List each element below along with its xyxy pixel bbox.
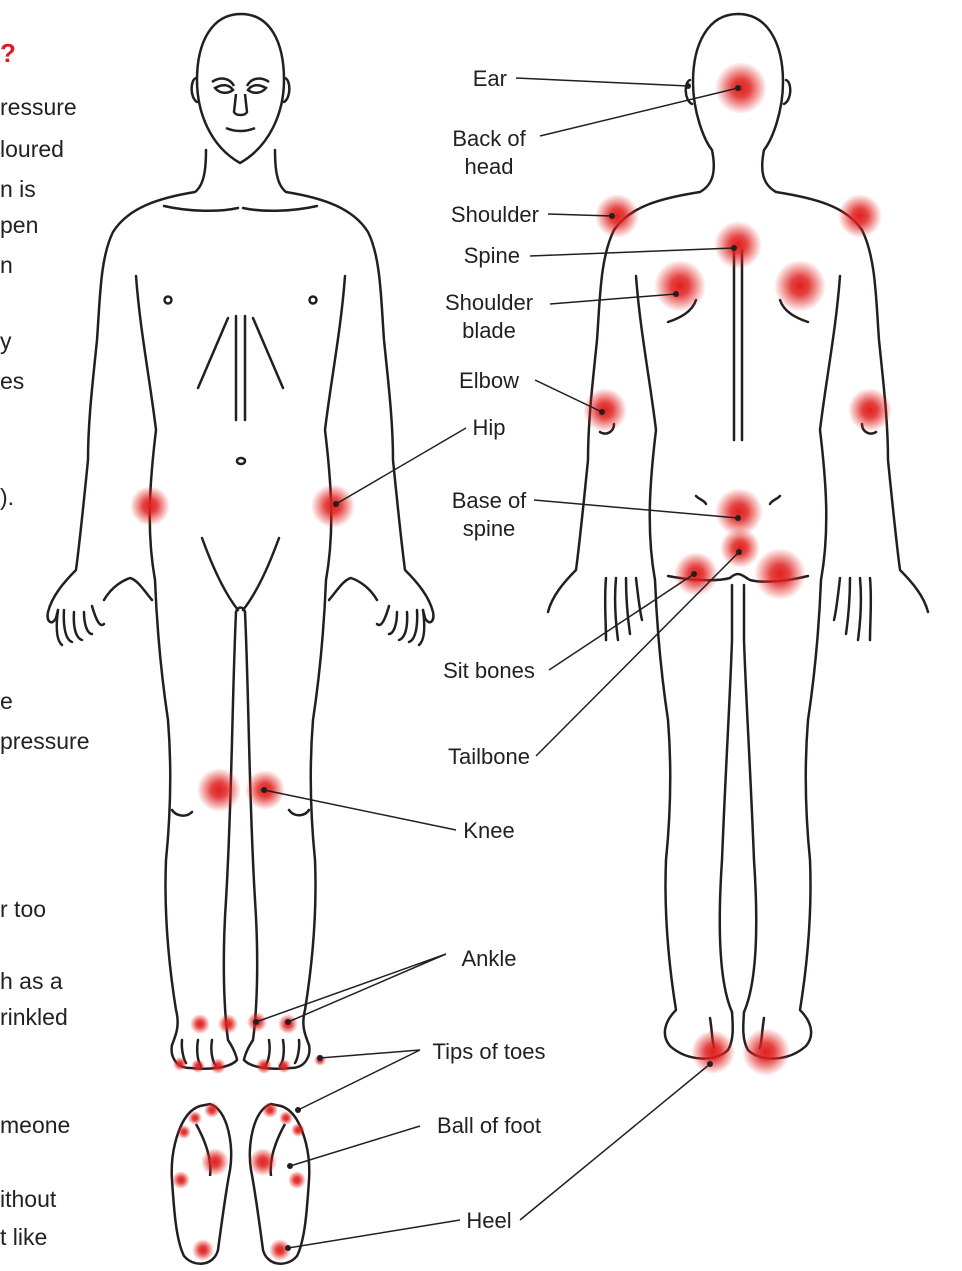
label-shoulder-blade-line2: blade — [462, 318, 516, 343]
label-back-of-head-line1: Back of — [452, 126, 526, 151]
marker-ball-of-foot-left — [201, 1148, 229, 1176]
marker-shoulder-blade-left — [654, 260, 706, 312]
label-ankle: Ankle — [461, 946, 516, 971]
marker-sole-toe — [262, 1102, 278, 1118]
label-ear: Ear — [473, 66, 507, 91]
marker-toe — [191, 1059, 205, 1073]
label-hip: Hip — [472, 415, 505, 440]
marker-spine — [714, 221, 762, 269]
front-face-features — [165, 79, 317, 464]
label-base-of-spine-line1: Base of — [452, 488, 527, 513]
marker-sole-toe — [177, 1125, 191, 1139]
label-heel: Heel — [466, 1208, 511, 1233]
marker-ball-of-foot-right — [249, 1148, 277, 1176]
label-sit-bones: Sit bones — [443, 658, 535, 683]
marker-heel-sole-left — [192, 1239, 214, 1261]
marker-toe — [173, 1057, 187, 1071]
marker-sole-toe — [204, 1102, 220, 1118]
marker-hip-right — [311, 484, 355, 528]
label-tips-of-toes: Tips of toes — [433, 1039, 546, 1064]
label-spine: Spine — [464, 243, 520, 268]
label-elbow: Elbow — [459, 368, 519, 393]
marker-elbow-left — [583, 388, 627, 432]
marker-ankle-left-inner — [218, 1014, 238, 1034]
marker-knee-left — [197, 768, 241, 812]
label-shoulder: Shoulder — [451, 202, 539, 227]
marker-sole-outer-right — [288, 1171, 306, 1189]
marker-sole-outer-left — [172, 1171, 190, 1189]
marker-toe — [210, 1058, 226, 1074]
marker-elbow-right — [848, 388, 892, 432]
marker-heel-left — [691, 1030, 735, 1074]
front-body-outline — [48, 14, 434, 1069]
marker-hip-left — [130, 486, 170, 526]
label-base-of-spine-line2: spine — [463, 516, 516, 541]
marker-sole-toe — [279, 1111, 293, 1125]
marker-sit-bone-right — [754, 548, 806, 600]
marker-shoulder-right — [838, 194, 882, 238]
label-knee: Knee — [463, 818, 514, 843]
soles-outline — [172, 1104, 310, 1264]
marker-heel-right — [742, 1028, 790, 1076]
marker-sole-toe — [291, 1123, 305, 1137]
marker-sole-toe — [188, 1111, 202, 1125]
label-back-of-head-line2: head — [465, 154, 514, 179]
label-shoulder-blade-line1: Shoulder — [445, 290, 533, 315]
labels: Ear Back of head Shoulder Spine Shoulder… — [433, 66, 546, 1233]
marker-ankle-left-outer — [190, 1014, 210, 1034]
marker-shoulder-blade-right — [774, 260, 826, 312]
marker-toe — [277, 1059, 291, 1073]
marker-tailbone — [720, 528, 760, 568]
label-ball-of-foot: Ball of foot — [437, 1113, 541, 1138]
marker-toe — [256, 1058, 272, 1074]
label-tailbone: Tailbone — [448, 744, 530, 769]
